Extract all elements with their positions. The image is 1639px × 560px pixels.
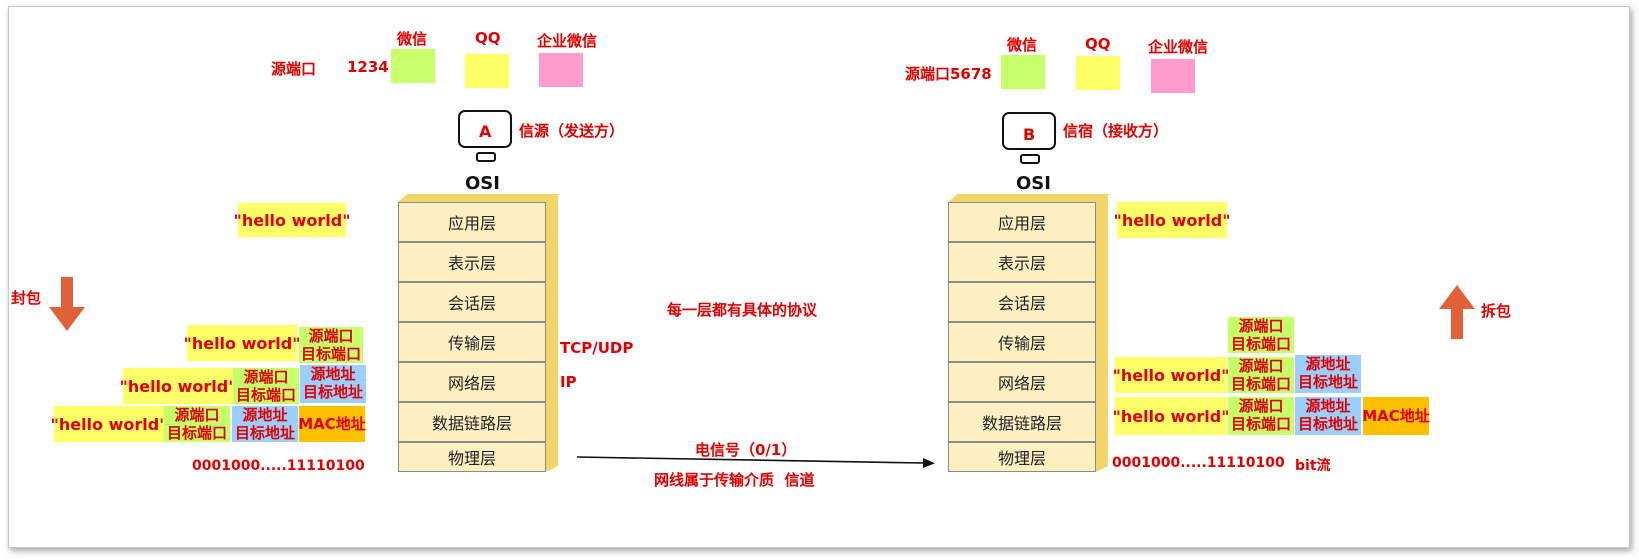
decap-label: 拆包 (1481, 302, 1512, 320)
src-port-text: 源端口 (174, 406, 220, 424)
receiver-app-wechat-block (1001, 55, 1045, 89)
sender-app-wechat-block (391, 49, 435, 83)
dst-port-text: 目标端口 (1230, 375, 1291, 393)
src-addr-text: 源地址 (1305, 355, 1351, 373)
sender-layer-datalink: 数据链路层 (398, 402, 546, 442)
src-addr-text: 源地址 (242, 406, 288, 424)
src-port-text: 源端口 (243, 368, 289, 386)
src-addr-text: 源地址 (1305, 397, 1351, 415)
receiver-layer-transport: 传输层 (948, 322, 1096, 362)
protocol-note: 每一层都有具体的协议 (667, 301, 818, 319)
ip-label: IP (560, 373, 577, 391)
sender-layer-application: 应用层 (398, 202, 546, 242)
sender-message: "hello world" (233, 203, 351, 237)
sender-app-qq-block (465, 54, 509, 88)
sender-app-wechat-label: 微信 (397, 30, 428, 48)
sender-segment-ports: 源端口 目标端口 (299, 327, 363, 363)
sender-app-qq-label: QQ (475, 29, 501, 47)
sender-frame-addrs: 源地址 目标地址 (232, 406, 298, 442)
receiver-layer-physical: 物理层 (948, 442, 1096, 472)
sender-packet-ports: 源端口 目标端口 (233, 368, 299, 404)
sender-segment-message: "hello world" (183, 325, 301, 361)
dst-port-text: 目标端口 (1230, 335, 1291, 353)
sender-packet-addrs: 源地址 目标地址 (300, 365, 366, 403)
receiver-frame-addrs: 源地址 目标地址 (1295, 397, 1361, 435)
src-port-text: 源端口 (1238, 317, 1284, 335)
receiver-layer-application: 应用层 (948, 202, 1096, 242)
right-arrow-icon (576, 453, 937, 473)
dst-port-text: 目标端口 (235, 386, 296, 404)
src-port-text: 源端口 (308, 327, 354, 345)
dst-addr-text: 目标地址 (1297, 373, 1358, 391)
monitor-icon (999, 111, 1059, 167)
sender-host-label: 信源（发送方） (519, 122, 625, 140)
receiver-packet-message: "hello world" (1112, 357, 1230, 393)
up-arrow-icon (1437, 283, 1477, 339)
receiver-bits: 0001000.....11110100 (1112, 455, 1285, 471)
encap-label: 封包 (11, 289, 42, 307)
receiver-layer-presentation: 表示层 (948, 242, 1096, 282)
tcp-udp-label: TCP/UDP (560, 339, 634, 357)
receiver-frame-ports: 源端口 目标端口 (1228, 397, 1294, 435)
sender-port-value: 1234 (347, 58, 389, 76)
receiver-osi-stack: 应用层 表示层 会话层 传输层 网络层 数据链路层 物理层 (948, 194, 1110, 476)
receiver-app-wecom-label: 企业微信 (1148, 38, 1209, 56)
receiver-app-wecom-block (1151, 59, 1195, 93)
sender-layer-transport: 传输层 (398, 322, 546, 362)
receiver-bitstream: bit流 (1295, 458, 1331, 474)
sender-app-wecom-block (539, 53, 583, 87)
src-addr-text: 源地址 (310, 365, 356, 383)
diagram-frame: 源端口 1234 微信 QQ 企业微信 A 信源（发送方） OSI 应用层 表示… (8, 6, 1630, 548)
receiver-packet-addrs: 源地址 目标地址 (1295, 355, 1361, 393)
src-port-text: 源端口 (1238, 357, 1284, 375)
receiver-host-letter: B (1023, 125, 1036, 144)
signal-label: 电信号（0/1） (695, 441, 797, 459)
sender-frame-ports: 源端口 目标端口 (164, 406, 230, 442)
dst-port-text: 目标端口 (300, 345, 361, 363)
sender-port-label: 源端口 (271, 60, 317, 78)
dst-port-text: 目标端口 (1230, 415, 1291, 433)
sender-layer-physical: 物理层 (398, 442, 546, 472)
sender-frame-message: "hello world" (50, 406, 168, 442)
receiver-packet-ports: 源端口 目标端口 (1228, 357, 1294, 393)
src-port-text: 源端口 (1238, 397, 1284, 415)
dst-addr-text: 目标地址 (1297, 415, 1358, 433)
receiver-segment-ports: 源端口 目标端口 (1228, 317, 1294, 353)
monitor-icon (455, 109, 515, 165)
down-arrow-icon (47, 277, 87, 333)
sender-app-wecom-label: 企业微信 (537, 32, 598, 50)
receiver-frame-message: "hello world" (1112, 397, 1230, 435)
sender-layer-presentation: 表示层 (398, 242, 546, 282)
dst-addr-text: 目标地址 (302, 383, 363, 401)
sender-host-letter: A (479, 122, 492, 141)
receiver-app-qq-label: QQ (1085, 35, 1111, 53)
sender-frame-mac: MAC地址 (298, 406, 366, 442)
sender-layer-session: 会话层 (398, 282, 546, 322)
receiver-frame-mac: MAC地址 (1362, 397, 1430, 435)
dst-port-text: 目标端口 (166, 424, 227, 442)
receiver-osi-title: OSI (1016, 173, 1051, 194)
sender-osi-title: OSI (465, 173, 500, 194)
receiver-layer-session: 会话层 (948, 282, 1096, 322)
sender-layer-network: 网络层 (398, 362, 546, 402)
receiver-app-wechat-label: 微信 (1007, 36, 1038, 54)
receiver-app-qq-block (1076, 56, 1120, 90)
receiver-port-label: 源端口5678 (905, 65, 992, 83)
receiver-host-label: 信宿（接收方） (1063, 122, 1169, 140)
medium-label: 网线属于传输介质 信道 (654, 471, 815, 489)
sender-bits: 0001000.....11110100 (192, 458, 365, 474)
receiver-layer-datalink: 数据链路层 (948, 402, 1096, 442)
sender-osi-stack: 应用层 表示层 会话层 传输层 网络层 数据链路层 物理层 (398, 194, 560, 476)
dst-addr-text: 目标地址 (234, 424, 295, 442)
sender-packet-message: "hello world" (119, 368, 237, 404)
receiver-layer-network: 网络层 (948, 362, 1096, 402)
receiver-message: "hello world" (1113, 202, 1231, 238)
